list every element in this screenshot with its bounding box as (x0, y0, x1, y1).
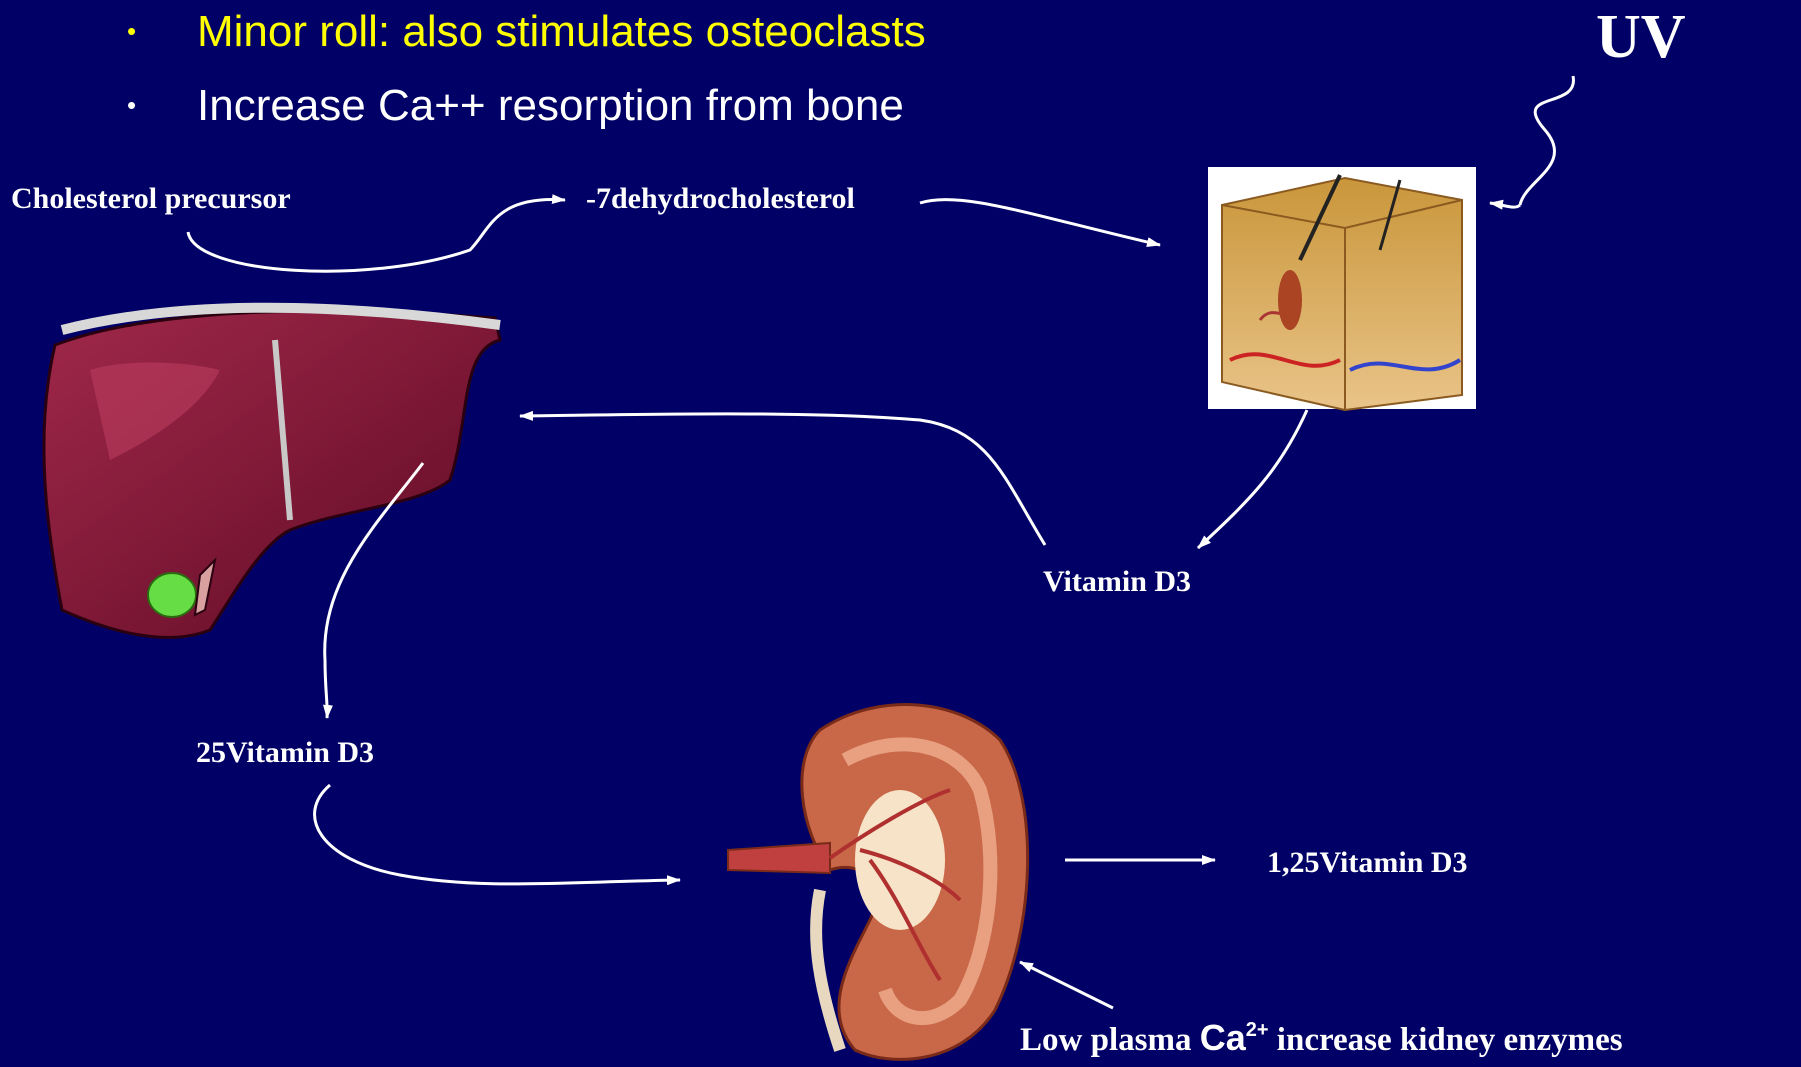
kidney-icon (728, 705, 1028, 1060)
skin-cross-section-icon (1208, 167, 1476, 410)
dehydrocholesterol-label: -7dehydrocholesterol (586, 184, 855, 214)
arrow-skin-to-vitd3 (1198, 410, 1307, 548)
uv-wave (1520, 76, 1573, 205)
liver-icon (44, 308, 500, 638)
arrow-lowca-to-kidney (1020, 962, 1113, 1008)
arrow-dehydro-to-skin (920, 199, 1160, 245)
vitamin-d3-label: Vitamin D3 (1043, 567, 1191, 597)
calcium-charge: 2+ (1246, 1019, 1269, 1041)
arrow-vitd3-to-liver (520, 414, 1045, 545)
125-vitamin-d3-label: 1,25Vitamin D3 (1267, 848, 1468, 878)
cholesterol-precursor-label: Cholesterol precursor (11, 184, 291, 214)
low-plasma-suffix: increase kidney enzymes (1269, 1022, 1623, 1058)
low-plasma-ca-label: Low plasma Ca2+ increase kidney enzymes (1020, 1020, 1623, 1057)
calcium-symbol: Ca (1200, 1017, 1246, 1058)
25-vitamin-d3-label: 25Vitamin D3 (196, 738, 374, 768)
low-plasma-prefix: Low plasma (1020, 1022, 1200, 1058)
arrow-25d3-to-kidney (315, 785, 680, 884)
uv-label: UV (1596, 6, 1686, 68)
